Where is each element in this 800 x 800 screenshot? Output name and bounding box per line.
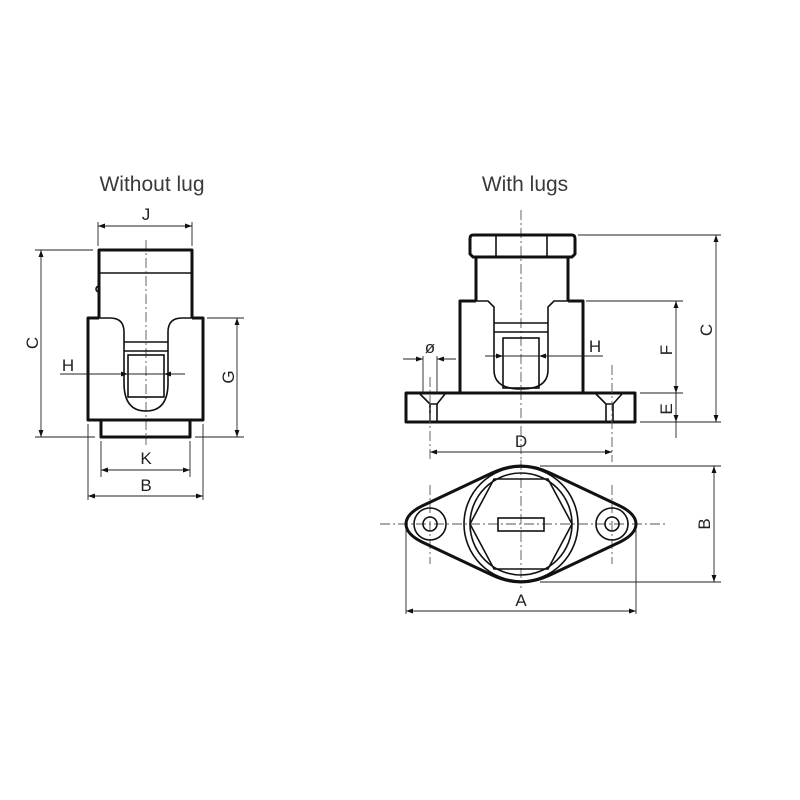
hex-outline bbox=[469, 478, 573, 570]
view-title-without-lug: Without lug bbox=[99, 173, 204, 196]
svg-text:A: A bbox=[515, 591, 527, 610]
svg-text:ø: ø bbox=[425, 338, 435, 357]
dimension-B-right: B bbox=[540, 465, 721, 583]
upper-body bbox=[95, 248, 194, 318]
svg-text:B: B bbox=[695, 518, 714, 529]
neck bbox=[474, 257, 570, 301]
slotted-block bbox=[458, 299, 585, 393]
dimension-diameter: ø bbox=[403, 338, 456, 393]
svg-text:H: H bbox=[589, 337, 601, 356]
view-title-with-lugs: With lugs bbox=[482, 173, 568, 196]
dimension-H-right: H bbox=[485, 337, 603, 359]
svg-text:C: C bbox=[23, 337, 42, 349]
lug-hole-left bbox=[413, 507, 447, 541]
dimension-C-right: C bbox=[578, 234, 721, 423]
base-spigot bbox=[99, 418, 192, 439]
slotted-block bbox=[86, 316, 205, 422]
hex-nut bbox=[468, 233, 577, 259]
svg-text:B: B bbox=[140, 476, 151, 495]
countersink-left bbox=[419, 393, 446, 422]
dimension-G: G bbox=[195, 317, 244, 438]
detent-notch-icon bbox=[95, 285, 100, 293]
view-with-lugs: With lugs bbox=[380, 173, 721, 614]
plan-view bbox=[380, 460, 668, 588]
dimension-E: E bbox=[657, 393, 679, 438]
svg-text:F: F bbox=[657, 345, 676, 355]
slot bbox=[497, 517, 545, 532]
dimension-J: J bbox=[97, 205, 193, 246]
dimension-A: A bbox=[405, 530, 637, 614]
dimension-B-left: B bbox=[87, 424, 204, 500]
lug-hole-right bbox=[595, 507, 629, 541]
svg-text:D: D bbox=[515, 432, 527, 451]
svg-text:G: G bbox=[219, 370, 238, 383]
view-without-lug: Without lug J bbox=[23, 173, 244, 500]
lug-flange bbox=[404, 464, 638, 584]
dimension-K: K bbox=[100, 441, 191, 477]
svg-text:E: E bbox=[657, 403, 676, 414]
dimension-H: H bbox=[60, 356, 185, 377]
countersink-right bbox=[595, 393, 623, 422]
dimension-C: C bbox=[23, 249, 95, 438]
svg-text:K: K bbox=[140, 449, 152, 468]
svg-text:H: H bbox=[62, 356, 74, 375]
dimension-D: D bbox=[430, 432, 612, 455]
svg-text:J: J bbox=[142, 205, 151, 224]
base-plate bbox=[404, 365, 637, 462]
svg-text:C: C bbox=[697, 324, 716, 336]
